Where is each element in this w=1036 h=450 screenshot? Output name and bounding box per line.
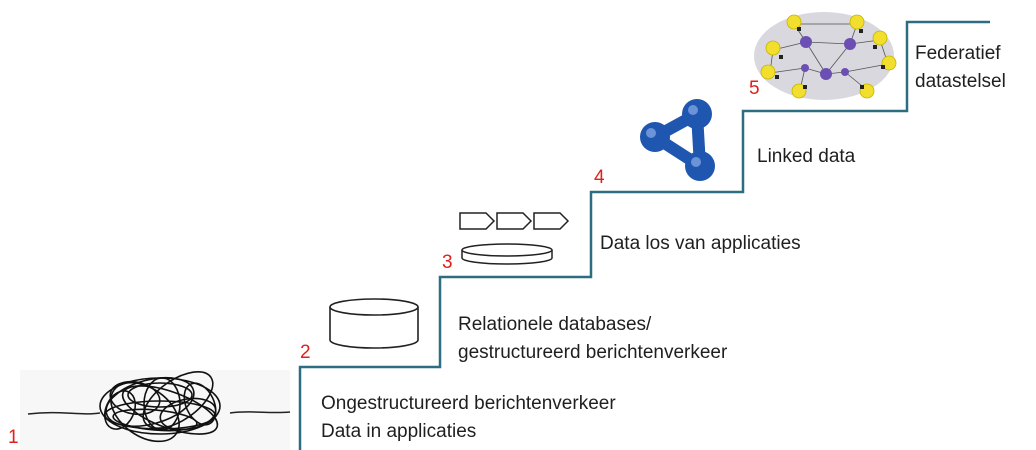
- step-number-4: 4: [594, 167, 605, 188]
- step-3-label: Data los van applicaties: [600, 230, 801, 258]
- step-5-label-line2: datastelsel: [915, 71, 1006, 92]
- linked-data-graph-icon: [640, 99, 715, 181]
- federated-network-icon: [754, 12, 897, 100]
- database-cylinder-icon: [329, 298, 419, 349]
- step-1-label: Ongestructureerd berichtenverkeer Data i…: [321, 390, 616, 446]
- step-1-label-line1: Ongestructureerd berichtenverkeer: [321, 393, 616, 414]
- step-5-label-line1: Federatief: [915, 43, 1001, 64]
- staircase-line: [298, 20, 990, 450]
- step-2-label-line2: gestructureerd berichtenverkeer: [458, 342, 728, 363]
- step-3-label-line1: Data los van applicaties: [600, 233, 801, 254]
- step-4-label-line1: Linked data: [757, 146, 856, 167]
- step-4-label: Linked data: [757, 143, 855, 171]
- tangled-scribble-icon: [20, 370, 291, 450]
- step-2-label-line1: Relationele databases/: [458, 314, 652, 335]
- step-5-label: Federatief datastelsel: [915, 40, 1006, 96]
- process-arrows-and-disc-icon: [459, 212, 570, 265]
- step-number-1: 1: [8, 427, 19, 448]
- step-number-2: 2: [300, 342, 311, 363]
- step-number-5: 5: [749, 78, 760, 99]
- step-1-label-line2: Data in applicaties: [321, 421, 477, 442]
- step-number-3: 3: [442, 252, 453, 273]
- step-2-label: Relationele databases/ gestructureerd be…: [458, 311, 727, 367]
